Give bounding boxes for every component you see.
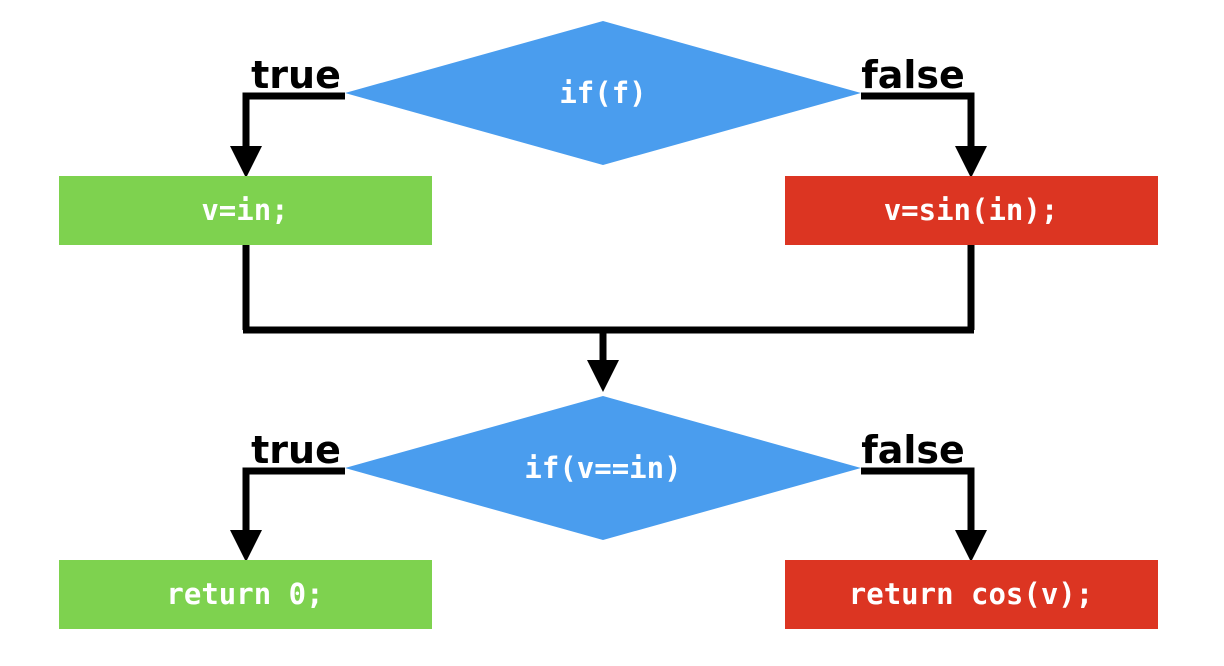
decision-2-label: if(v==in) xyxy=(524,451,681,485)
process-true-2-shape xyxy=(59,560,432,629)
node-process-true-1[interactable]: v=in; xyxy=(59,176,432,245)
node-decision-2[interactable]: if(v==in) xyxy=(345,396,861,540)
edge-false-1-line xyxy=(861,92,975,160)
edge-label-true-2: true xyxy=(251,428,341,472)
node-decision-1[interactable]: if(f) xyxy=(345,21,861,165)
edge-label-false-1: false xyxy=(861,53,965,97)
edge-label-true-1-text: true xyxy=(251,53,341,97)
decision-2-shape xyxy=(345,396,861,540)
node-process-false-2[interactable]: return cos(v); xyxy=(785,560,1158,629)
edge-true-1-line xyxy=(242,92,345,160)
edge-false-2 xyxy=(861,467,987,562)
decision-1-shape xyxy=(345,21,861,165)
decision-1-label: if(f) xyxy=(559,76,646,110)
edge-label-false-2-text: false xyxy=(861,428,965,472)
process-false-1-label: v=sin(in); xyxy=(884,193,1059,227)
edge-true-1-arrowhead xyxy=(230,146,262,178)
process-true-2-label: return 0; xyxy=(166,577,323,611)
edge-label-false-1-text: false xyxy=(861,53,965,97)
process-true-1-label: v=in; xyxy=(201,193,288,227)
edge-false-2-arrowhead xyxy=(955,530,987,562)
edge-merge-1 xyxy=(242,245,975,392)
edge-true-2 xyxy=(230,467,345,562)
edge-false-2-line xyxy=(861,467,975,544)
node-process-false-1[interactable]: v=sin(in); xyxy=(785,176,1158,245)
node-process-true-2[interactable]: return 0; xyxy=(59,560,432,629)
edge-merge-arrowhead xyxy=(587,360,619,392)
edge-label-true-1: true xyxy=(251,53,341,97)
edge-false-1 xyxy=(861,92,987,178)
process-false-2-shape xyxy=(785,560,1158,629)
process-false-1-shape xyxy=(785,176,1158,245)
edge-true-1 xyxy=(230,92,345,178)
edge-false-1-arrowhead xyxy=(955,146,987,178)
edge-label-false-2: false xyxy=(861,428,965,472)
process-true-1-shape xyxy=(59,176,432,245)
edge-true-2-arrowhead xyxy=(230,530,262,562)
edge-true-2-line xyxy=(242,467,345,544)
process-false-2-label: return cos(v); xyxy=(849,577,1093,611)
edge-label-true-2-text: true xyxy=(251,428,341,472)
